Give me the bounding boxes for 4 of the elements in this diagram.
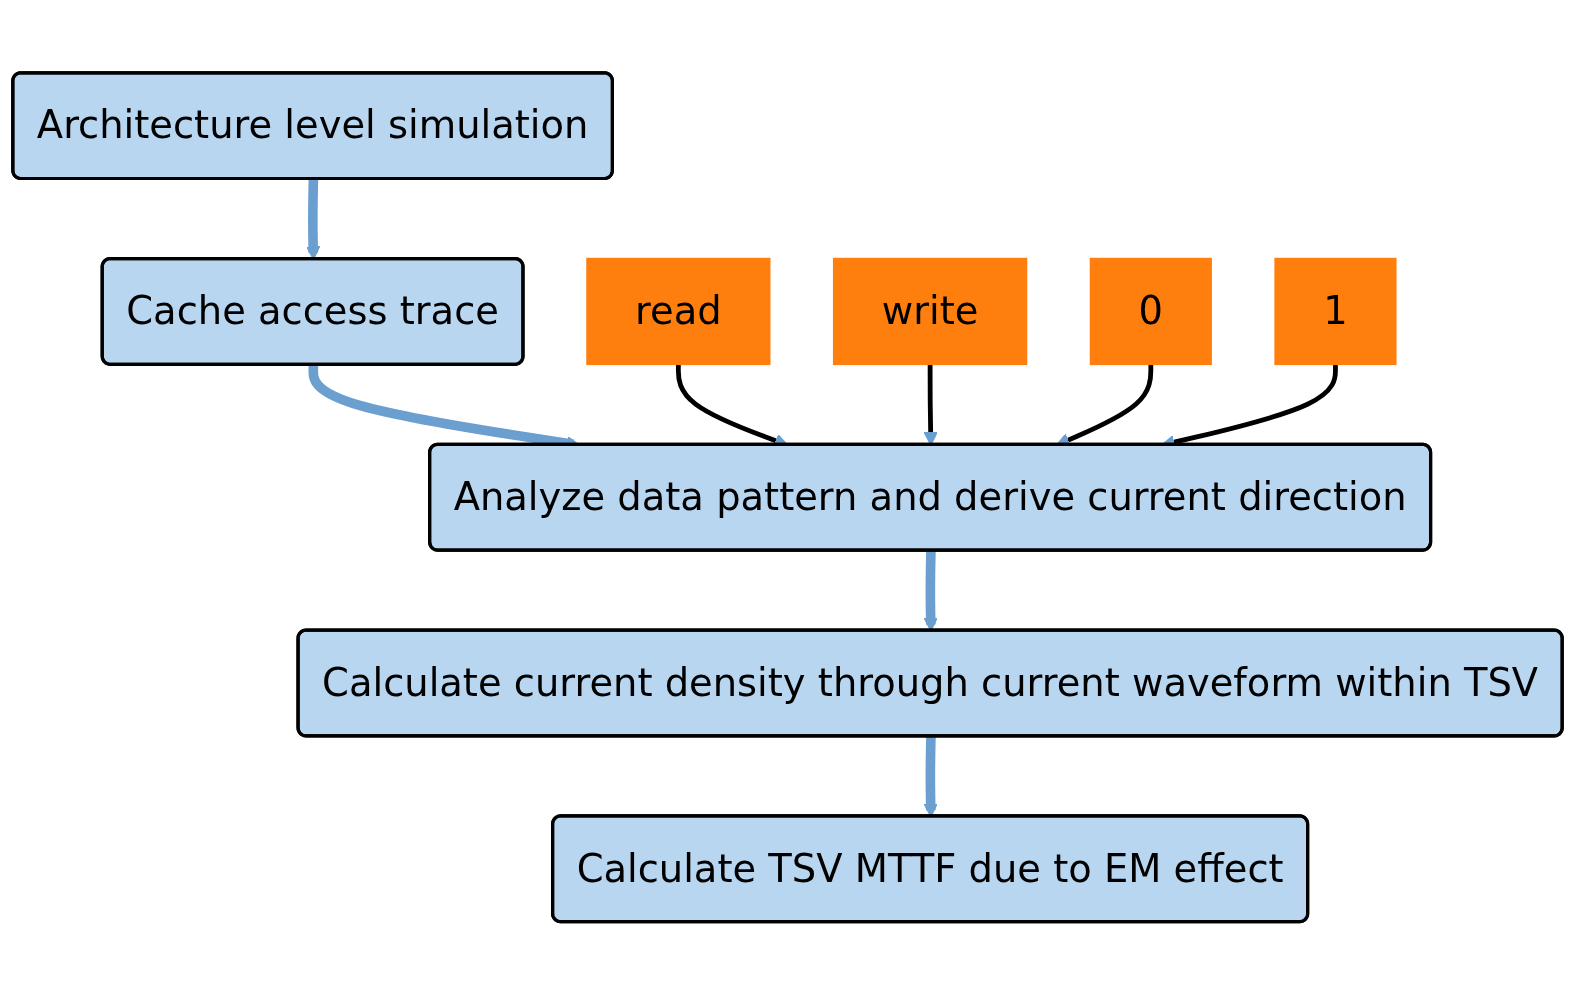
node-box: write <box>832 257 1028 365</box>
node-box: 0 <box>1089 257 1212 365</box>
node-box: 1 <box>1274 257 1397 365</box>
node-box: read <box>586 257 771 365</box>
